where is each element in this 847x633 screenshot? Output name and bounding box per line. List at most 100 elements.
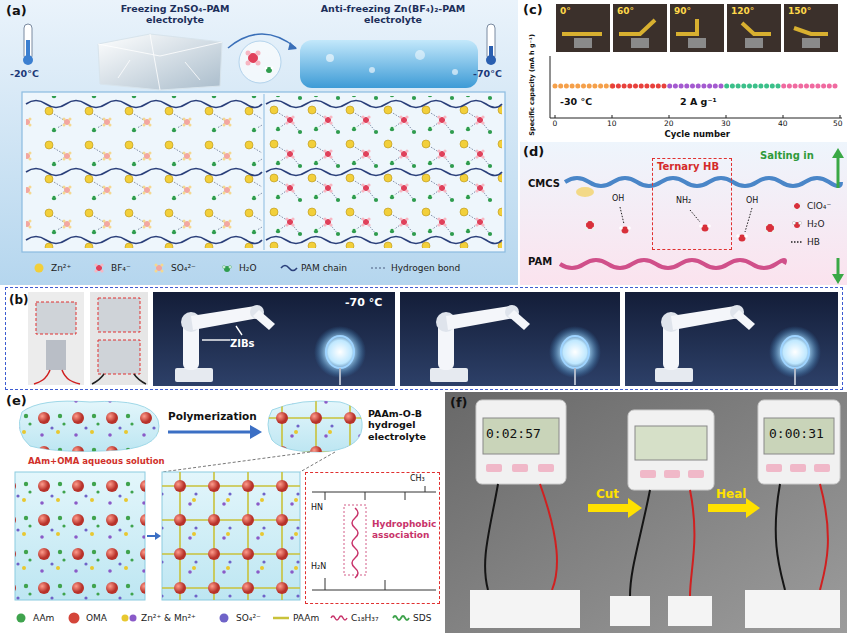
panel-d-art-part (619, 226, 623, 230)
panel-e-art-part (15, 472, 145, 600)
panel-b-art-part (430, 305, 530, 382)
panel-e-art-part (147, 535, 156, 537)
panel-frame: (b) (5, 287, 843, 390)
panel-f-art-part (758, 400, 840, 484)
panel-c-art-part (613, 4, 667, 52)
figure-label: 120° (731, 6, 754, 17)
figure-label: Polymerization (168, 410, 257, 423)
legend-text: PAAm (293, 613, 319, 624)
panel-a-art-part (452, 69, 458, 75)
panel-d-art-part (832, 274, 844, 284)
panel-d-art-part (764, 230, 768, 234)
legend-text: OMA (86, 613, 107, 624)
panel-a-art-part (26, 96, 262, 248)
legend-symbol-part (393, 616, 409, 620)
panel-b-art-part (98, 340, 140, 374)
panel-e-art-part (352, 508, 358, 578)
panel-a-art-part (26, 169, 262, 176)
panel-d-art-part (764, 222, 768, 226)
panel-f-art-part (764, 418, 834, 454)
panel-b-art-part (574, 368, 576, 385)
panel-d-art-part (592, 219, 596, 223)
panel-b-art-part (339, 368, 341, 385)
panel-c-art-part (784, 84, 840, 89)
panel-f-art-part (628, 410, 714, 490)
panel-c-art-part-part (802, 38, 820, 48)
legend-symbol-part (798, 201, 801, 204)
figure-label: Cut (596, 487, 619, 501)
panel-c-art-part-part (613, 4, 667, 52)
panel-c-art-part-part (745, 38, 763, 48)
panel-b-art (28, 292, 838, 386)
legend-symbol (218, 262, 236, 274)
legend-symbol (790, 218, 804, 230)
panel-a-art-part (266, 101, 502, 108)
legend-symbol-part (331, 616, 347, 620)
legend-symbol-part (371, 267, 387, 268)
panel-c-art-part-part (562, 32, 602, 36)
panel-d-art-part (736, 234, 740, 238)
legend-text: Hydrogen bond (391, 263, 460, 274)
figure-label: 150° (788, 6, 811, 17)
panel-a-art-part (22, 92, 505, 252)
panel-a-art-part (266, 169, 502, 176)
panel-e-art-part (268, 401, 362, 452)
axis-tick: 10 (607, 119, 617, 128)
panel-d-art-part (837, 258, 840, 276)
legend-item: HB (790, 236, 820, 248)
figure-label: NH₂ (676, 196, 691, 206)
legend-symbol (150, 262, 168, 274)
panel-b-art-part (36, 302, 76, 334)
legend-item: SDS (392, 612, 431, 624)
figure-label: OH (746, 196, 758, 206)
legend-swatch (12, 612, 30, 624)
panel-f-art-part (635, 426, 707, 460)
legend-text: Zn²⁺ (51, 263, 71, 274)
panel-f-art-part (690, 490, 694, 596)
panel-frame: Hydrophobic association (305, 472, 440, 604)
legend-symbol-part (791, 241, 803, 242)
panel-c-art-part-part (742, 23, 771, 34)
legend-swatch-dot (35, 264, 44, 273)
panel-d-art-part (699, 224, 703, 228)
panel-e-art-part (155, 532, 161, 540)
panel-a-art-part (326, 54, 334, 62)
figure-label: (f) (450, 395, 468, 411)
panel-c-art-part (555, 84, 612, 89)
figure-label: 0:00:31 (769, 426, 824, 442)
legend-text: H₂O (239, 263, 256, 274)
panel-f-art-part (486, 464, 502, 472)
legend-swatch-dot (69, 613, 80, 624)
panel-f-art-part (483, 418, 559, 454)
panel-f-art-part (766, 464, 782, 472)
panel-f-art-part (776, 484, 785, 590)
legend-text: C₁₈H₃₇ (351, 613, 378, 624)
legend-symbol (120, 612, 138, 624)
figure-label: ZIBs (230, 338, 255, 350)
legend-text: BF₄⁻ (111, 263, 131, 274)
panel-f-art-part (746, 498, 760, 518)
legend-symbol-part (273, 617, 289, 620)
legend-text: H₂O (807, 219, 824, 230)
legend-item: AAm (12, 612, 54, 624)
panel-a-art-part (23, 55, 33, 65)
figure-label: PAM (528, 256, 552, 268)
panel-f-art-part (610, 596, 650, 626)
panel-a-art-part (415, 50, 425, 60)
axis-tick: 20 (664, 119, 674, 128)
panel-a-art-part (264, 94, 265, 250)
panel-f-art-part (470, 590, 580, 628)
panel-c-art-part-part (688, 38, 706, 48)
axis-tick: 40 (778, 119, 788, 128)
panel-c-art-part-part (619, 20, 655, 34)
panel-a-art-part (487, 24, 495, 60)
panel-b-art-part (794, 368, 796, 385)
panel-a-art-part (486, 55, 496, 65)
panel-b-art-part (781, 336, 809, 368)
panel-c-art-part-part (676, 19, 697, 34)
legend-symbol-part (122, 615, 129, 622)
panel-e-art-part (162, 472, 300, 600)
panel-c-art-part-part (784, 4, 838, 52)
panel-e-art-part (15, 472, 145, 600)
figure-label: (a) (6, 3, 27, 19)
